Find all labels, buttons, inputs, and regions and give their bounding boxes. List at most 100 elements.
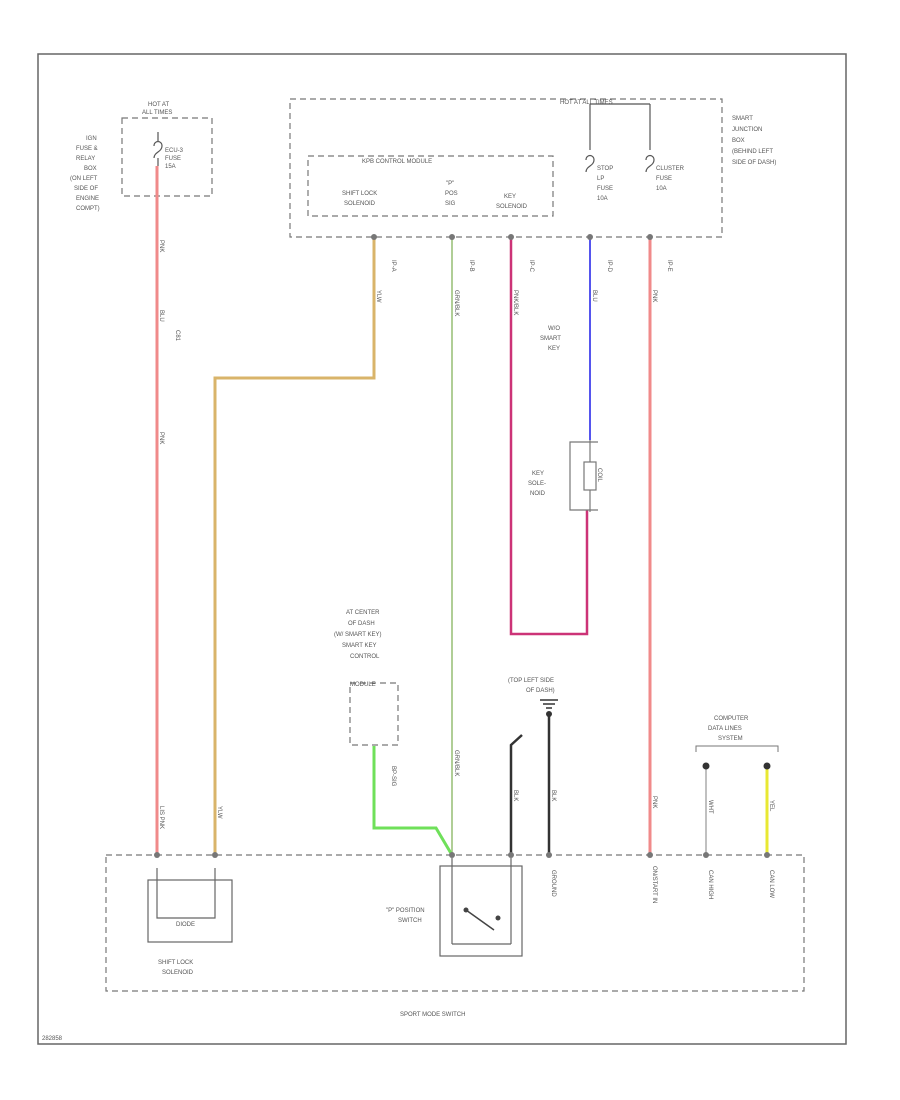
smart-jb-label-3: BOX <box>732 138 745 144</box>
ign-box-label-6: SIDE OF <box>74 186 98 192</box>
wire-label-blk-2: BLK <box>550 790 556 801</box>
stop-lp-label-2: LP <box>597 176 604 182</box>
stop-lp-label-3: FUSE <box>597 186 613 192</box>
shift-lock-solenoid-inner <box>156 868 216 919</box>
wire-magenta-key <box>509 237 589 636</box>
wire-label-ylw-bot: YLW <box>216 806 222 819</box>
ground-label: GROUND <box>550 870 556 897</box>
smart-jb-label-4: (BEHIND LEFT <box>732 149 773 155</box>
wire-label-wht: WHT <box>707 800 713 814</box>
smart-key-module-box <box>349 682 399 746</box>
kpb-module-box <box>307 155 554 217</box>
computer-data-label-1: COMPUTER <box>714 716 749 722</box>
wo-smart-key-label-2: SMART <box>540 336 561 342</box>
wire-label-ip-d: IP-D <box>606 260 612 273</box>
smart-jb-label-5: SIDE OF DASH) <box>732 160 776 166</box>
pin-sm-1 <box>154 852 160 858</box>
pin-sm-4 <box>508 852 514 858</box>
shift-lock-bottom-label-1: SHIFT LOCK <box>158 960 193 966</box>
stop-fuse-symbol <box>585 154 595 173</box>
shift-lock-solenoid-box <box>147 879 233 943</box>
ign-box-label-2: FUSE & <box>76 146 98 152</box>
pin-sm-8 <box>764 852 770 858</box>
pin-cluster <box>647 234 653 240</box>
sport-mode-switch-box <box>105 854 805 992</box>
wire-bright-green <box>372 746 454 856</box>
ecu-fuse-label-1: ECU-3 <box>165 148 184 154</box>
ign-box-label-3: RELAY <box>76 156 95 162</box>
key-sol-label-1: KEY <box>504 194 516 200</box>
center-dash-label-2: OF DASH <box>348 621 375 627</box>
center-dash-label-6: MODULE <box>350 682 376 688</box>
wire-yellow-shift-lock <box>213 237 376 855</box>
top-left-dash-label-1: (TOP LEFT SIDE <box>508 678 554 684</box>
wire-label-ip-e: IP-E <box>666 260 672 272</box>
p-pos-label-2: POS <box>445 191 458 197</box>
cluster-label-2: FUSE <box>656 176 672 182</box>
center-dash-label-3: (W/ SMART KEY) <box>334 632 381 638</box>
key-solenoid-label-3: NOID <box>530 491 546 497</box>
ground-point <box>546 711 552 717</box>
shift-lock-sol-label-2: SOLENOID <box>344 201 376 207</box>
wo-smart-key-label-3: KEY <box>548 346 560 352</box>
p-switch-blade <box>465 909 495 931</box>
computer-data-bracket <box>695 745 779 752</box>
ecu-fuse-label-2: FUSE <box>165 156 181 162</box>
wire-label-pnk-r: PNK <box>651 796 657 808</box>
computer-data-label-3: SYSTEM <box>718 736 743 742</box>
pin-stop <box>587 234 593 240</box>
diode-label: DIODE <box>176 922 195 928</box>
ign-box-label-7: ENGINE <box>76 196 99 202</box>
ign-box-label-5: (ON LEFT <box>70 176 98 182</box>
smart-junction-box <box>289 98 723 238</box>
key-solenoid-coil <box>583 461 597 491</box>
coil-label: COIL <box>596 468 602 483</box>
shift-lock-bottom-label-2: SOLENOID <box>162 970 194 976</box>
p-position-switch-box <box>439 865 523 957</box>
wire-label-ylw: YLW <box>375 290 381 303</box>
p-pos-label-1: "P" <box>446 181 454 187</box>
wire-label-yel: YEL <box>768 800 774 812</box>
pin-sm-3 <box>449 852 455 858</box>
key-solenoid-label-1: KEY <box>532 471 544 477</box>
wire-label-c81: C81 <box>174 330 180 342</box>
wire-label-ip-c: IP-C <box>528 260 534 273</box>
pin-sm-6 <box>647 852 653 858</box>
key-solenoid-label-2: SOLE- <box>528 481 546 487</box>
ecu-fuse-symbol <box>153 132 163 166</box>
pin-shift-lock <box>371 234 377 240</box>
key-solenoid-bracket <box>569 441 598 511</box>
ign-fuse-box <box>121 117 213 197</box>
p-pos-label-3: SIG <box>445 201 456 207</box>
smart-jb-label-2: JUNCTION <box>732 127 762 133</box>
cluster-label-1: CLUSTER <box>656 166 685 172</box>
center-dash-label-1: AT CENTER <box>346 610 380 616</box>
sport-mode-label: SPORT MODE SWITCH <box>400 1012 465 1018</box>
can-low-node <box>763 762 771 770</box>
pin-sm-7 <box>703 852 709 858</box>
p-switch-label-2: SWITCH <box>398 918 422 924</box>
wire-label-blu: BLU <box>591 290 597 302</box>
cluster-fuse-symbol <box>645 154 655 173</box>
can-low-label: CAN LOW <box>768 870 774 898</box>
top-left-dash-label-2: OF DASH) <box>526 688 555 694</box>
hot-top-label: HOT AT ALL TIMES <box>560 100 613 106</box>
pin-sm-5 <box>546 852 552 858</box>
hot-left-label-1: HOT AT <box>148 102 169 108</box>
wire-label-grn-bot: GRN/BLK <box>453 750 459 776</box>
kpb-module-label: KPB CONTROL MODULE <box>362 159 432 165</box>
wire-label-pnk-key: PNK/BLK <box>512 290 518 315</box>
wire-label-pnk-mid: PNK <box>158 432 164 444</box>
stop-lp-label-1: STOP <box>597 166 613 172</box>
p-switch-contact-1 <box>463 907 469 913</box>
stop-lp-label-4: 10A <box>597 196 608 202</box>
wire-label-ip-b: IP-B <box>468 260 474 272</box>
ign-box-label-8: COMPT) <box>76 206 100 212</box>
computer-data-label-2: DATA LINES <box>708 726 742 732</box>
wire-label-grn: GRN/BLK <box>453 290 459 316</box>
hot-left-label-2: ALL TIMES <box>142 110 172 116</box>
can-high-label: CAN HIGH <box>707 870 713 899</box>
p-switch-label-1: "P" POSITION <box>386 908 425 914</box>
smart-jb-label-1: SMART <box>732 116 753 122</box>
